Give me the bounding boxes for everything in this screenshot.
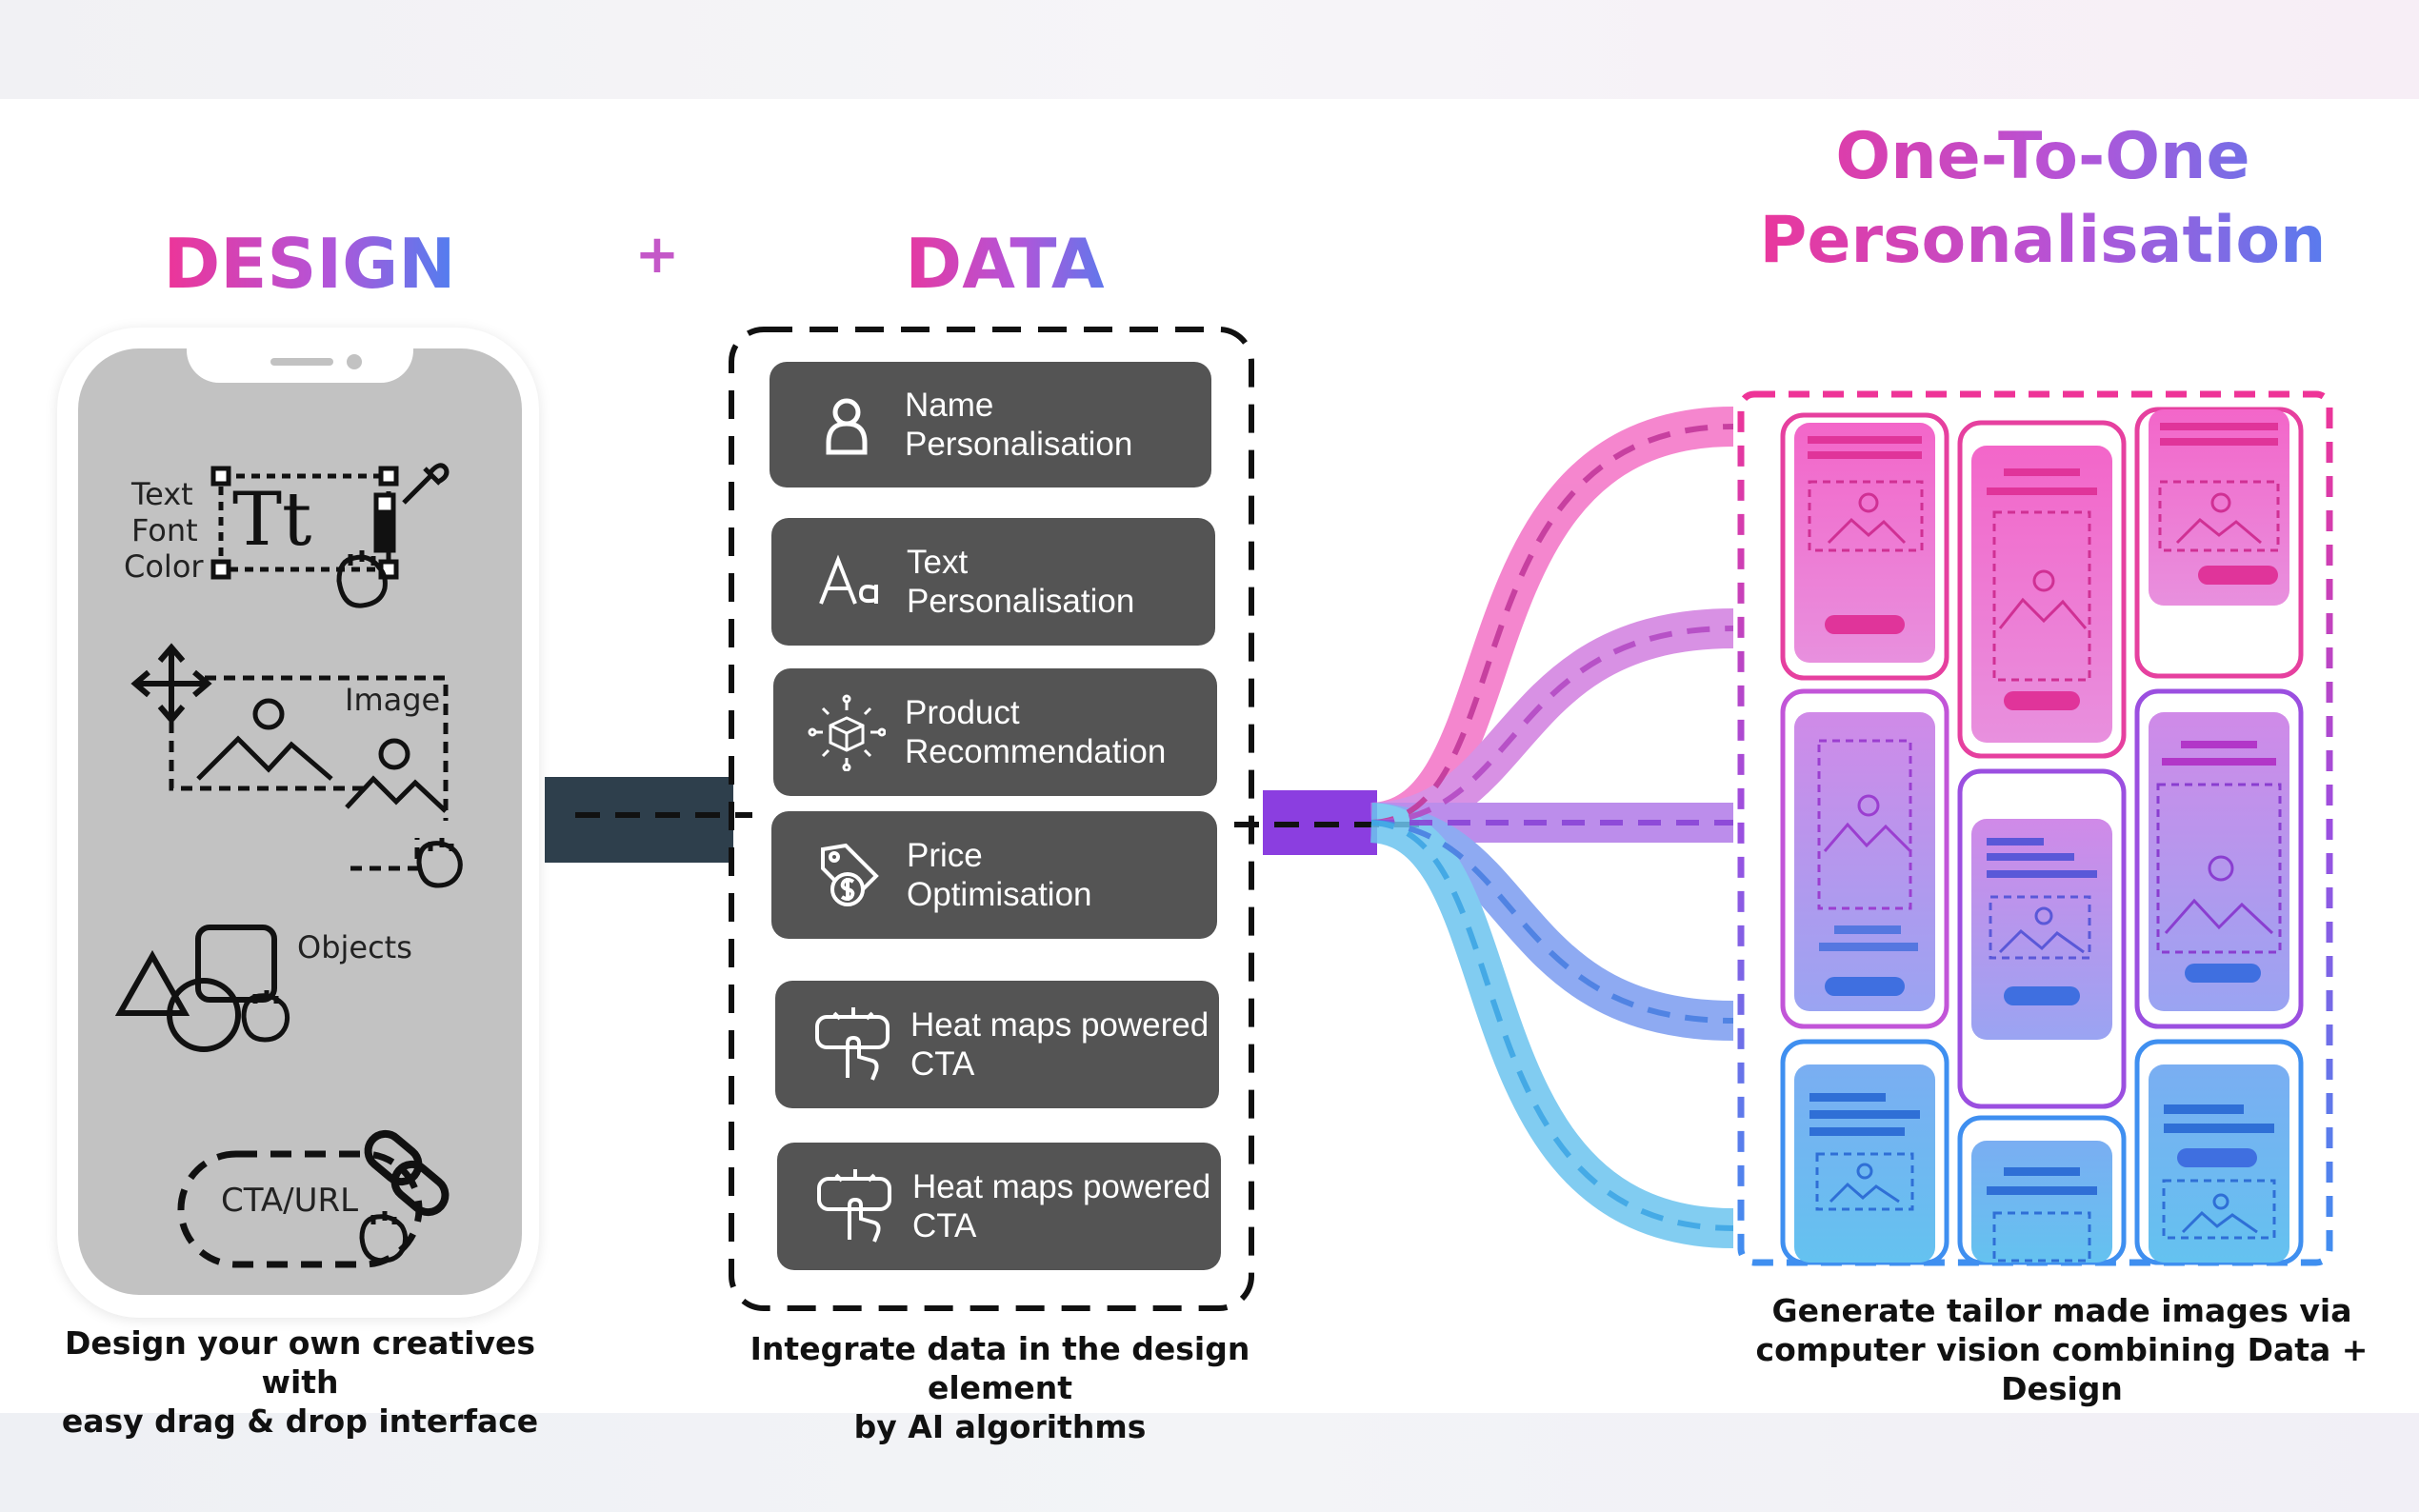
phone-screen — [78, 348, 522, 1295]
eyedropper-icon — [402, 463, 450, 505]
touch-click-icon — [817, 1169, 891, 1243]
creative-phone — [2134, 1039, 2304, 1265]
cta-url-label: CTA/URL — [221, 1182, 359, 1220]
output-title-line2: Personalisation — [1733, 202, 2352, 280]
shape-objects-icon — [114, 925, 277, 1052]
creative-phone — [1957, 420, 2127, 759]
card-label: Price Optimisation — [907, 837, 1092, 913]
bottom-band — [0, 1413, 2419, 1512]
top-band — [0, 0, 2419, 99]
image-label: Image — [345, 682, 441, 718]
text-style-selection-box — [210, 466, 399, 580]
objects-label: Objects — [297, 929, 412, 965]
creative-phone — [1780, 688, 1949, 1029]
card-label: Heat maps powered CTA — [912, 1168, 1211, 1244]
design-caption: Design your own creatives with easy drag… — [61, 1324, 539, 1440]
creative-phone — [1957, 768, 2127, 1109]
output-title-line1: One-To-One — [1733, 118, 2352, 196]
data-card-heat-maps-cta-1: Heat maps powered CTA — [775, 981, 1219, 1108]
personalisation-ribbons — [1369, 407, 1734, 1248]
objects-drag-hand-icon — [241, 990, 290, 1043]
data-card-text-personalisation: Text Personalisation — [771, 518, 1215, 646]
creative-phone — [1780, 1039, 1949, 1265]
color-label: Color — [124, 548, 204, 585]
creative-phone — [2134, 407, 2304, 679]
output-caption: Generate tailor made images via computer… — [1755, 1292, 2369, 1407]
font-aa-icon — [819, 554, 878, 605]
card-label: Name Personalisation — [905, 387, 1133, 463]
touch-click-icon — [815, 1007, 890, 1081]
card-label: Text Personalisation — [907, 544, 1135, 620]
phone-camera — [347, 354, 362, 369]
link-chain-icon — [364, 1129, 450, 1217]
design-title: DESIGN — [163, 224, 456, 304]
plus-sign: + — [634, 224, 680, 286]
data-card-product-recommendation: Product Recommendation — [773, 668, 1217, 796]
price-tag-icon — [821, 843, 879, 906]
font-label: Font — [131, 512, 198, 548]
image-element-box — [169, 675, 449, 871]
tt-glyphs: Tt — [232, 477, 312, 563]
personalised-creatives-grid — [1780, 407, 2304, 1265]
data-card-heat-maps-cta-2: Heat maps powered CTA — [777, 1143, 1221, 1270]
text-label: Text — [131, 476, 193, 512]
data-card-name-personalisation: Name Personalisation — [770, 362, 1211, 487]
phone-speaker — [270, 358, 333, 366]
data-caption: Integrate data in the design element by … — [750, 1330, 1250, 1445]
creative-phone — [1780, 412, 1949, 681]
image-drag-hand-icon — [416, 838, 463, 888]
data-container-border — [729, 327, 1254, 1311]
data-card-price-optimisation: Price Optimisation — [771, 811, 1217, 939]
cta-drag-hand-icon — [359, 1211, 409, 1263]
creative-phone — [2134, 688, 2304, 1029]
ribbon-dashes — [1370, 424, 1734, 1231]
data-title: DATA — [886, 225, 1124, 303]
product-cube-icon — [808, 694, 886, 771]
connector-bar — [545, 777, 733, 863]
person-icon — [826, 398, 868, 455]
card-label: Heat maps powered CTA — [910, 1006, 1210, 1083]
creative-phone — [1957, 1115, 2127, 1265]
drag-hand-icon — [336, 550, 388, 608]
card-label: Product Recommendation — [905, 694, 1167, 770]
